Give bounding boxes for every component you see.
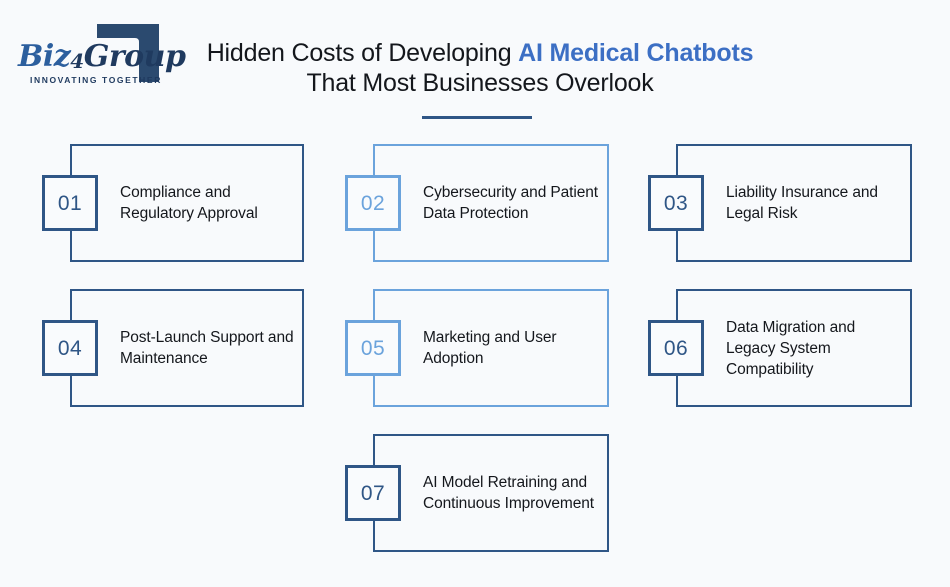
cost-card-03[interactable]: 03 Liability Insurance and Legal Risk	[648, 144, 912, 262]
card-number: 06	[663, 336, 689, 360]
card-text-wrap: Compliance and Regulatory Approval	[120, 144, 294, 262]
card-number: 05	[360, 336, 386, 360]
card-number-badge: 01	[42, 175, 98, 231]
card-number: 04	[57, 336, 83, 360]
card-text-wrap: Cybersecurity and Patient Data Protectio…	[423, 144, 599, 262]
page-title-line-2: That Most Businesses Overlook	[306, 69, 654, 97]
card-text-wrap: Data Migration and Legacy System Compati…	[726, 289, 902, 407]
logo-mark-icon	[97, 24, 159, 82]
page-title-accent-text: AI Medical Chatbots	[518, 39, 754, 67]
cards-grid: 01 Compliance and Regulatory Approval 02…	[0, 132, 950, 587]
cost-card-06[interactable]: 06 Data Migration and Legacy System Comp…	[648, 289, 912, 407]
card-number: 03	[663, 191, 689, 215]
brand-tagline: INNOVATING TOGETHER	[30, 75, 162, 85]
brand-wordmark-four: 4	[70, 49, 84, 73]
cost-card-02[interactable]: 02 Cybersecurity and Patient Data Protec…	[345, 144, 609, 262]
card-label: Marketing and User Adoption	[423, 329, 557, 367]
card-number: 01	[57, 191, 83, 215]
brand-wordmark-group: Group	[83, 39, 186, 74]
cost-card-01[interactable]: 01 Compliance and Regulatory Approval	[42, 144, 304, 262]
card-text-wrap: AI Model Retraining and Continuous Impro…	[423, 434, 599, 552]
page-title-plain-text: Hidden Costs of Developing	[206, 39, 519, 67]
card-label: Post-Launch Support and Maintenance	[120, 329, 294, 367]
card-label: Compliance and Regulatory Approval	[120, 184, 258, 222]
brand-wordmark: Biz4Group	[18, 39, 186, 74]
card-text-wrap: Marketing and User Adoption	[423, 289, 599, 407]
header: Biz4Group INNOVATING TOGETHER Hidden Cos…	[0, 0, 950, 132]
card-number-badge: 06	[648, 320, 704, 376]
card-number-badge: 04	[42, 320, 98, 376]
brand-logo: Biz4Group INNOVATING TOGETHER	[18, 18, 186, 90]
card-number-badge: 02	[345, 175, 401, 231]
card-number-badge: 07	[345, 465, 401, 521]
cost-card-07[interactable]: 07 AI Model Retraining and Continuous Im…	[345, 434, 609, 552]
card-number-badge: 05	[345, 320, 401, 376]
brand-wordmark-biz: Biz	[18, 39, 71, 74]
title-divider	[422, 116, 532, 119]
card-label: Liability Insurance and Legal Risk	[726, 184, 878, 222]
card-label: Data Migration and Legacy System Compati…	[726, 318, 856, 378]
page-title-line-1: Hidden Costs of Developing AI Medical Ch…	[190, 38, 770, 68]
card-number: 02	[360, 191, 386, 215]
card-label: Cybersecurity and Patient Data Protectio…	[423, 184, 598, 222]
card-label: AI Model Retraining and Continuous Impro…	[423, 474, 594, 512]
card-number: 07	[360, 481, 386, 505]
card-number-badge: 03	[648, 175, 704, 231]
cost-card-04[interactable]: 04 Post-Launch Support and Maintenance	[42, 289, 304, 407]
cost-card-05[interactable]: 05 Marketing and User Adoption	[345, 289, 609, 407]
page-title: Hidden Costs of Developing AI Medical Ch…	[190, 38, 770, 119]
card-text-wrap: Post-Launch Support and Maintenance	[120, 289, 294, 407]
card-text-wrap: Liability Insurance and Legal Risk	[726, 144, 902, 262]
